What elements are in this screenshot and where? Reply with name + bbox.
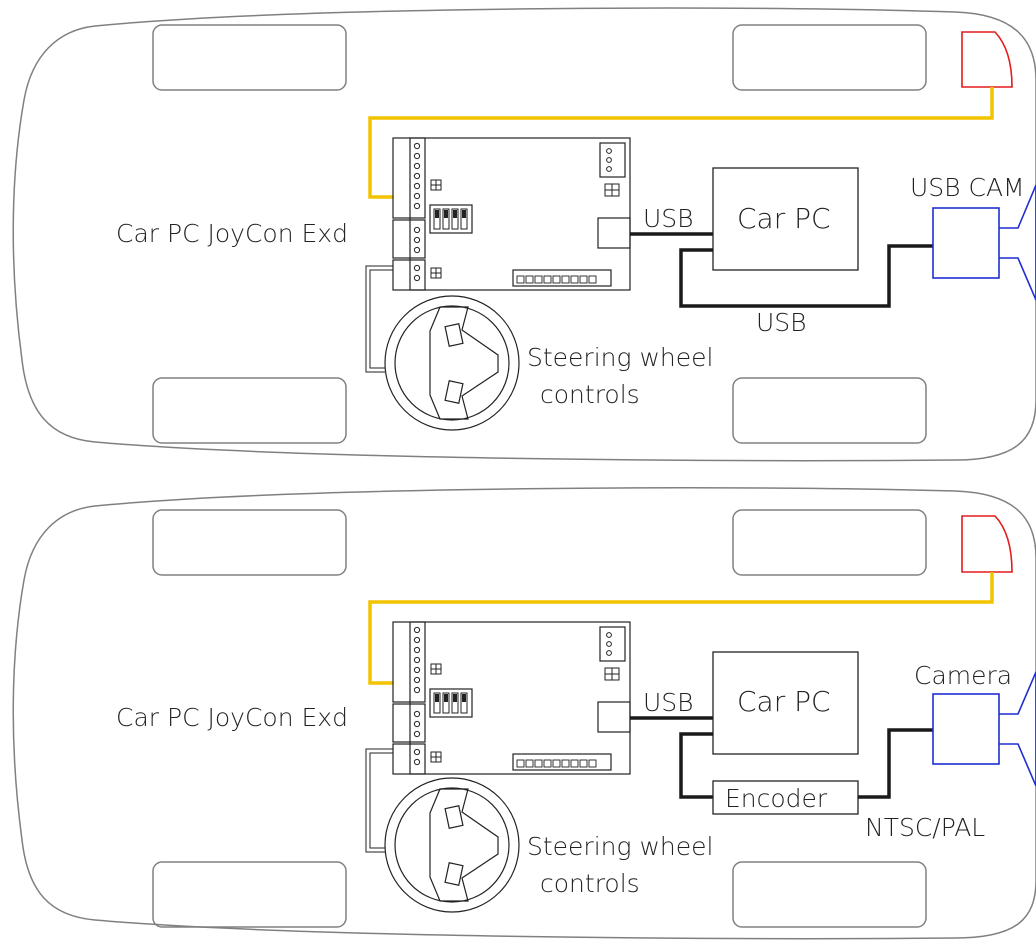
camera-label: USB CAM — [910, 173, 1025, 202]
encoder-label: Encoder — [725, 784, 828, 813]
wheel-front-left — [152, 24, 347, 91]
usb-camera-cable — [679, 244, 933, 308]
wheel-front-right — [732, 509, 927, 576]
wheel-front-right — [732, 24, 927, 91]
wheel-front-left — [152, 509, 347, 576]
controller-label: Car PC JoyCon Exd — [116, 703, 348, 732]
wheel-rear-right — [732, 861, 927, 928]
red-sensor-icon — [961, 515, 1013, 573]
steering-label-line1: Steering wheel — [527, 343, 713, 372]
yellow-wire — [368, 572, 994, 685]
analog-camera-icon — [932, 671, 1036, 787]
usb-camera-icon — [932, 184, 1036, 301]
car-pc-label: Car PC — [737, 685, 831, 718]
steering-wire — [365, 265, 393, 373]
return-usb-label: USB — [756, 308, 807, 337]
wheel-rear-left — [152, 861, 347, 928]
steering-label-line2: controls — [540, 869, 640, 898]
pc-encoder-cable — [679, 732, 713, 799]
wheel-rear-right — [732, 377, 927, 444]
steering-wheel-icon — [384, 777, 520, 913]
steering-wheel-icon — [384, 295, 520, 431]
yellow-wire — [368, 87, 994, 199]
joycon-board — [392, 137, 631, 291]
wheel-rear-left — [152, 377, 347, 444]
camera-label: Camera — [914, 661, 1012, 690]
controller-label: Car PC JoyCon Exd — [116, 219, 348, 248]
car-pc-label: Car PC — [737, 202, 831, 235]
car-pc-box — [712, 167, 859, 271]
usb-label: USB — [643, 204, 694, 233]
diagram-usb-camera: Car PC JoyCon Exd USB Car PC USB CAM USB… — [12, 7, 1036, 462]
car-pc-box — [712, 651, 859, 755]
diagram-analog-camera: Car PC JoyCon Exd USB Car PC Camera Enco… — [12, 487, 1036, 940]
steering-label-line2: controls — [540, 380, 640, 409]
car-body-outline — [12, 7, 1036, 462]
usb-label: USB — [643, 688, 694, 717]
video-cable — [858, 728, 933, 799]
video-format-label: NTSC/PAL — [865, 813, 985, 842]
steering-label-line1: Steering wheel — [527, 832, 713, 861]
joycon-board — [392, 621, 631, 775]
steering-wire — [365, 748, 393, 853]
red-sensor-icon — [961, 31, 1013, 88]
car-body-outline — [12, 487, 1036, 940]
